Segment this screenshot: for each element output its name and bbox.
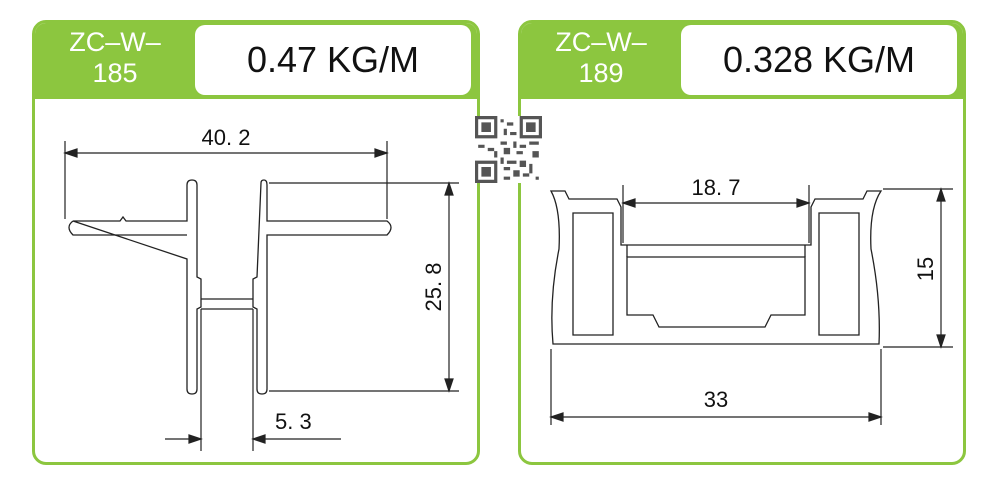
qr-code-icon bbox=[475, 116, 542, 183]
dimension-top-opening bbox=[621, 185, 811, 243]
weight-label: 0.47 KG/M bbox=[195, 25, 471, 95]
model-code: ZC–W– 189 bbox=[521, 27, 681, 97]
model-code-line1: ZC–W– bbox=[69, 27, 161, 57]
dimension-stem bbox=[165, 309, 341, 451]
dimension-height bbox=[883, 187, 953, 349]
dimension-height bbox=[269, 181, 459, 393]
dimension-height-label: 15 bbox=[913, 257, 938, 281]
dimension-width-label: 40. 2 bbox=[202, 125, 251, 150]
profile-card-zc-w-185: ZC–W– 185 0.47 KG/M 40. 2 25. 8 bbox=[32, 20, 480, 465]
dimension-stem-label: 5. 3 bbox=[275, 409, 312, 434]
profile-card-zc-w-189: ZC–W– 189 0.328 KG/M 18. 7 15 bbox=[518, 20, 966, 465]
model-code: ZC–W– 185 bbox=[35, 27, 195, 97]
weight-label: 0.328 KG/M bbox=[681, 25, 957, 95]
model-code-line1: ZC–W– bbox=[555, 27, 647, 57]
dimension-width-label: 33 bbox=[704, 387, 728, 412]
profile-drawing-189: 18. 7 15 33 bbox=[549, 175, 953, 425]
profile-drawing-185: 40. 2 25. 8 5. 3 bbox=[63, 125, 459, 451]
card-header: ZC–W– 185 0.47 KG/M bbox=[35, 23, 477, 99]
card-header: ZC–W– 189 0.328 KG/M bbox=[521, 23, 963, 99]
dimension-width bbox=[63, 141, 389, 219]
dimension-height-label: 25. 8 bbox=[421, 263, 446, 312]
dimension-top-opening-label: 18. 7 bbox=[692, 175, 741, 200]
model-code-line2: 185 bbox=[92, 58, 138, 88]
dimension-width bbox=[549, 349, 883, 425]
channel-profile-shape bbox=[549, 190, 883, 345]
t-profile-shape bbox=[72, 179, 202, 395]
model-code-line2: 189 bbox=[578, 58, 624, 88]
